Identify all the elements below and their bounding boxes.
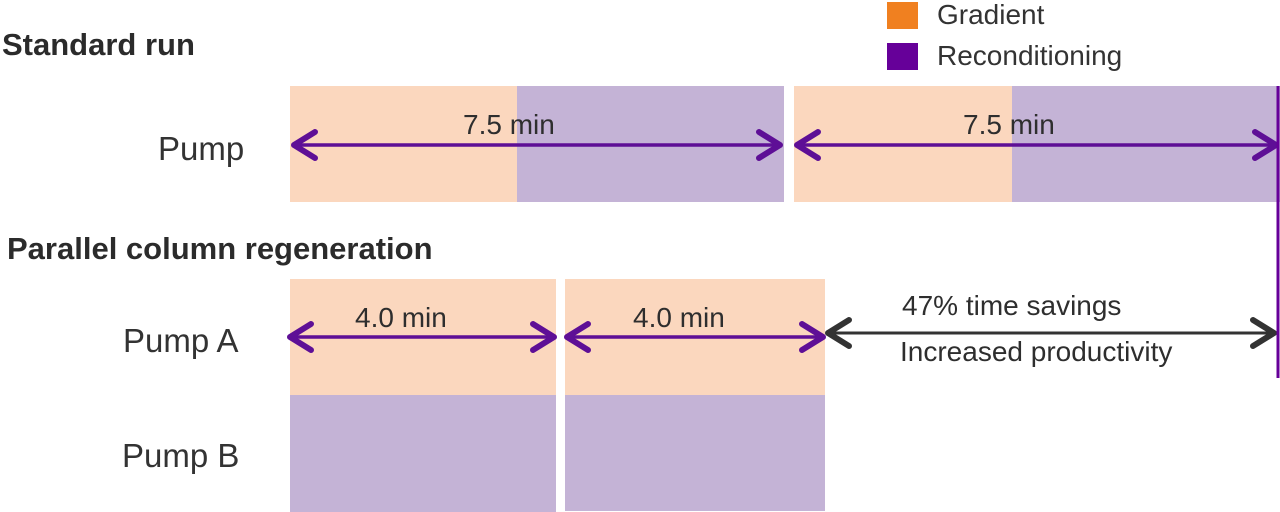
legend-label-gradient: Gradient <box>937 0 1045 30</box>
standard-cycle-2-duration: 7.5 min <box>963 109 1055 140</box>
pump-row-label: Pump <box>158 130 245 167</box>
double-arrow-icon <box>291 129 783 161</box>
double-arrow-icon <box>287 321 557 353</box>
legend-swatch-reconditioning <box>887 43 918 70</box>
productivity-label: Increased productivity <box>900 336 1173 367</box>
standard-cycle-1-duration: 7.5 min <box>463 109 555 140</box>
parallel-cycle-1-duration: 4.0 min <box>355 302 447 333</box>
parallel-heading: Parallel column regeneration <box>7 231 433 266</box>
standard-run-heading: Standard run <box>2 27 195 62</box>
pump-b-cycle-1-reconditioning <box>290 395 556 512</box>
double-arrow-icon <box>564 321 826 353</box>
double-arrow-icon <box>794 129 1279 161</box>
parallel-cycle-2-duration: 4.0 min <box>633 302 725 333</box>
legend-swatch-gradient <box>887 2 918 29</box>
pump-a-row-label: Pump A <box>123 322 239 359</box>
savings-arrow-icon <box>825 317 1277 349</box>
legend-label-reconditioning: Reconditioning <box>937 40 1123 71</box>
time-savings-label: 47% time savings <box>902 290 1122 321</box>
pump-b-cycle-2-reconditioning <box>565 395 825 511</box>
pump-b-row-label: Pump B <box>122 437 240 474</box>
